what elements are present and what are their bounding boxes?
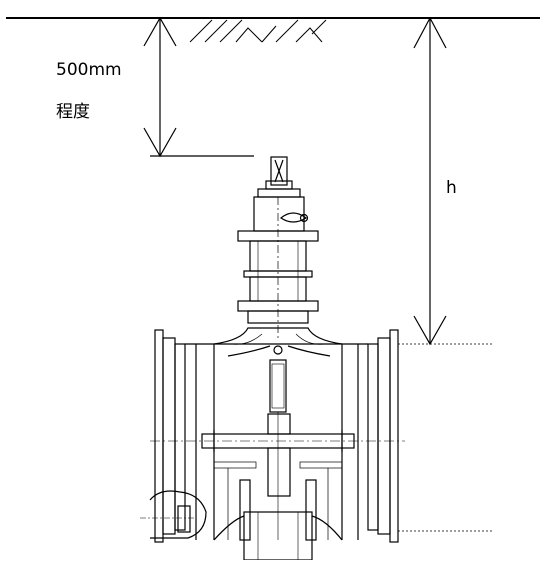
approx-label: 程度 [56,102,90,122]
height-label: h [446,178,457,198]
stem-cap [257,156,301,198]
height-dimension-arrow [413,16,447,346]
reference-lines [398,343,492,532]
bonnet [237,196,319,340]
ground-surface [6,17,540,43]
valve-body [140,327,405,561]
depth-dimension-arrow [143,16,254,158]
depth-value-label: 500mm [56,60,122,80]
